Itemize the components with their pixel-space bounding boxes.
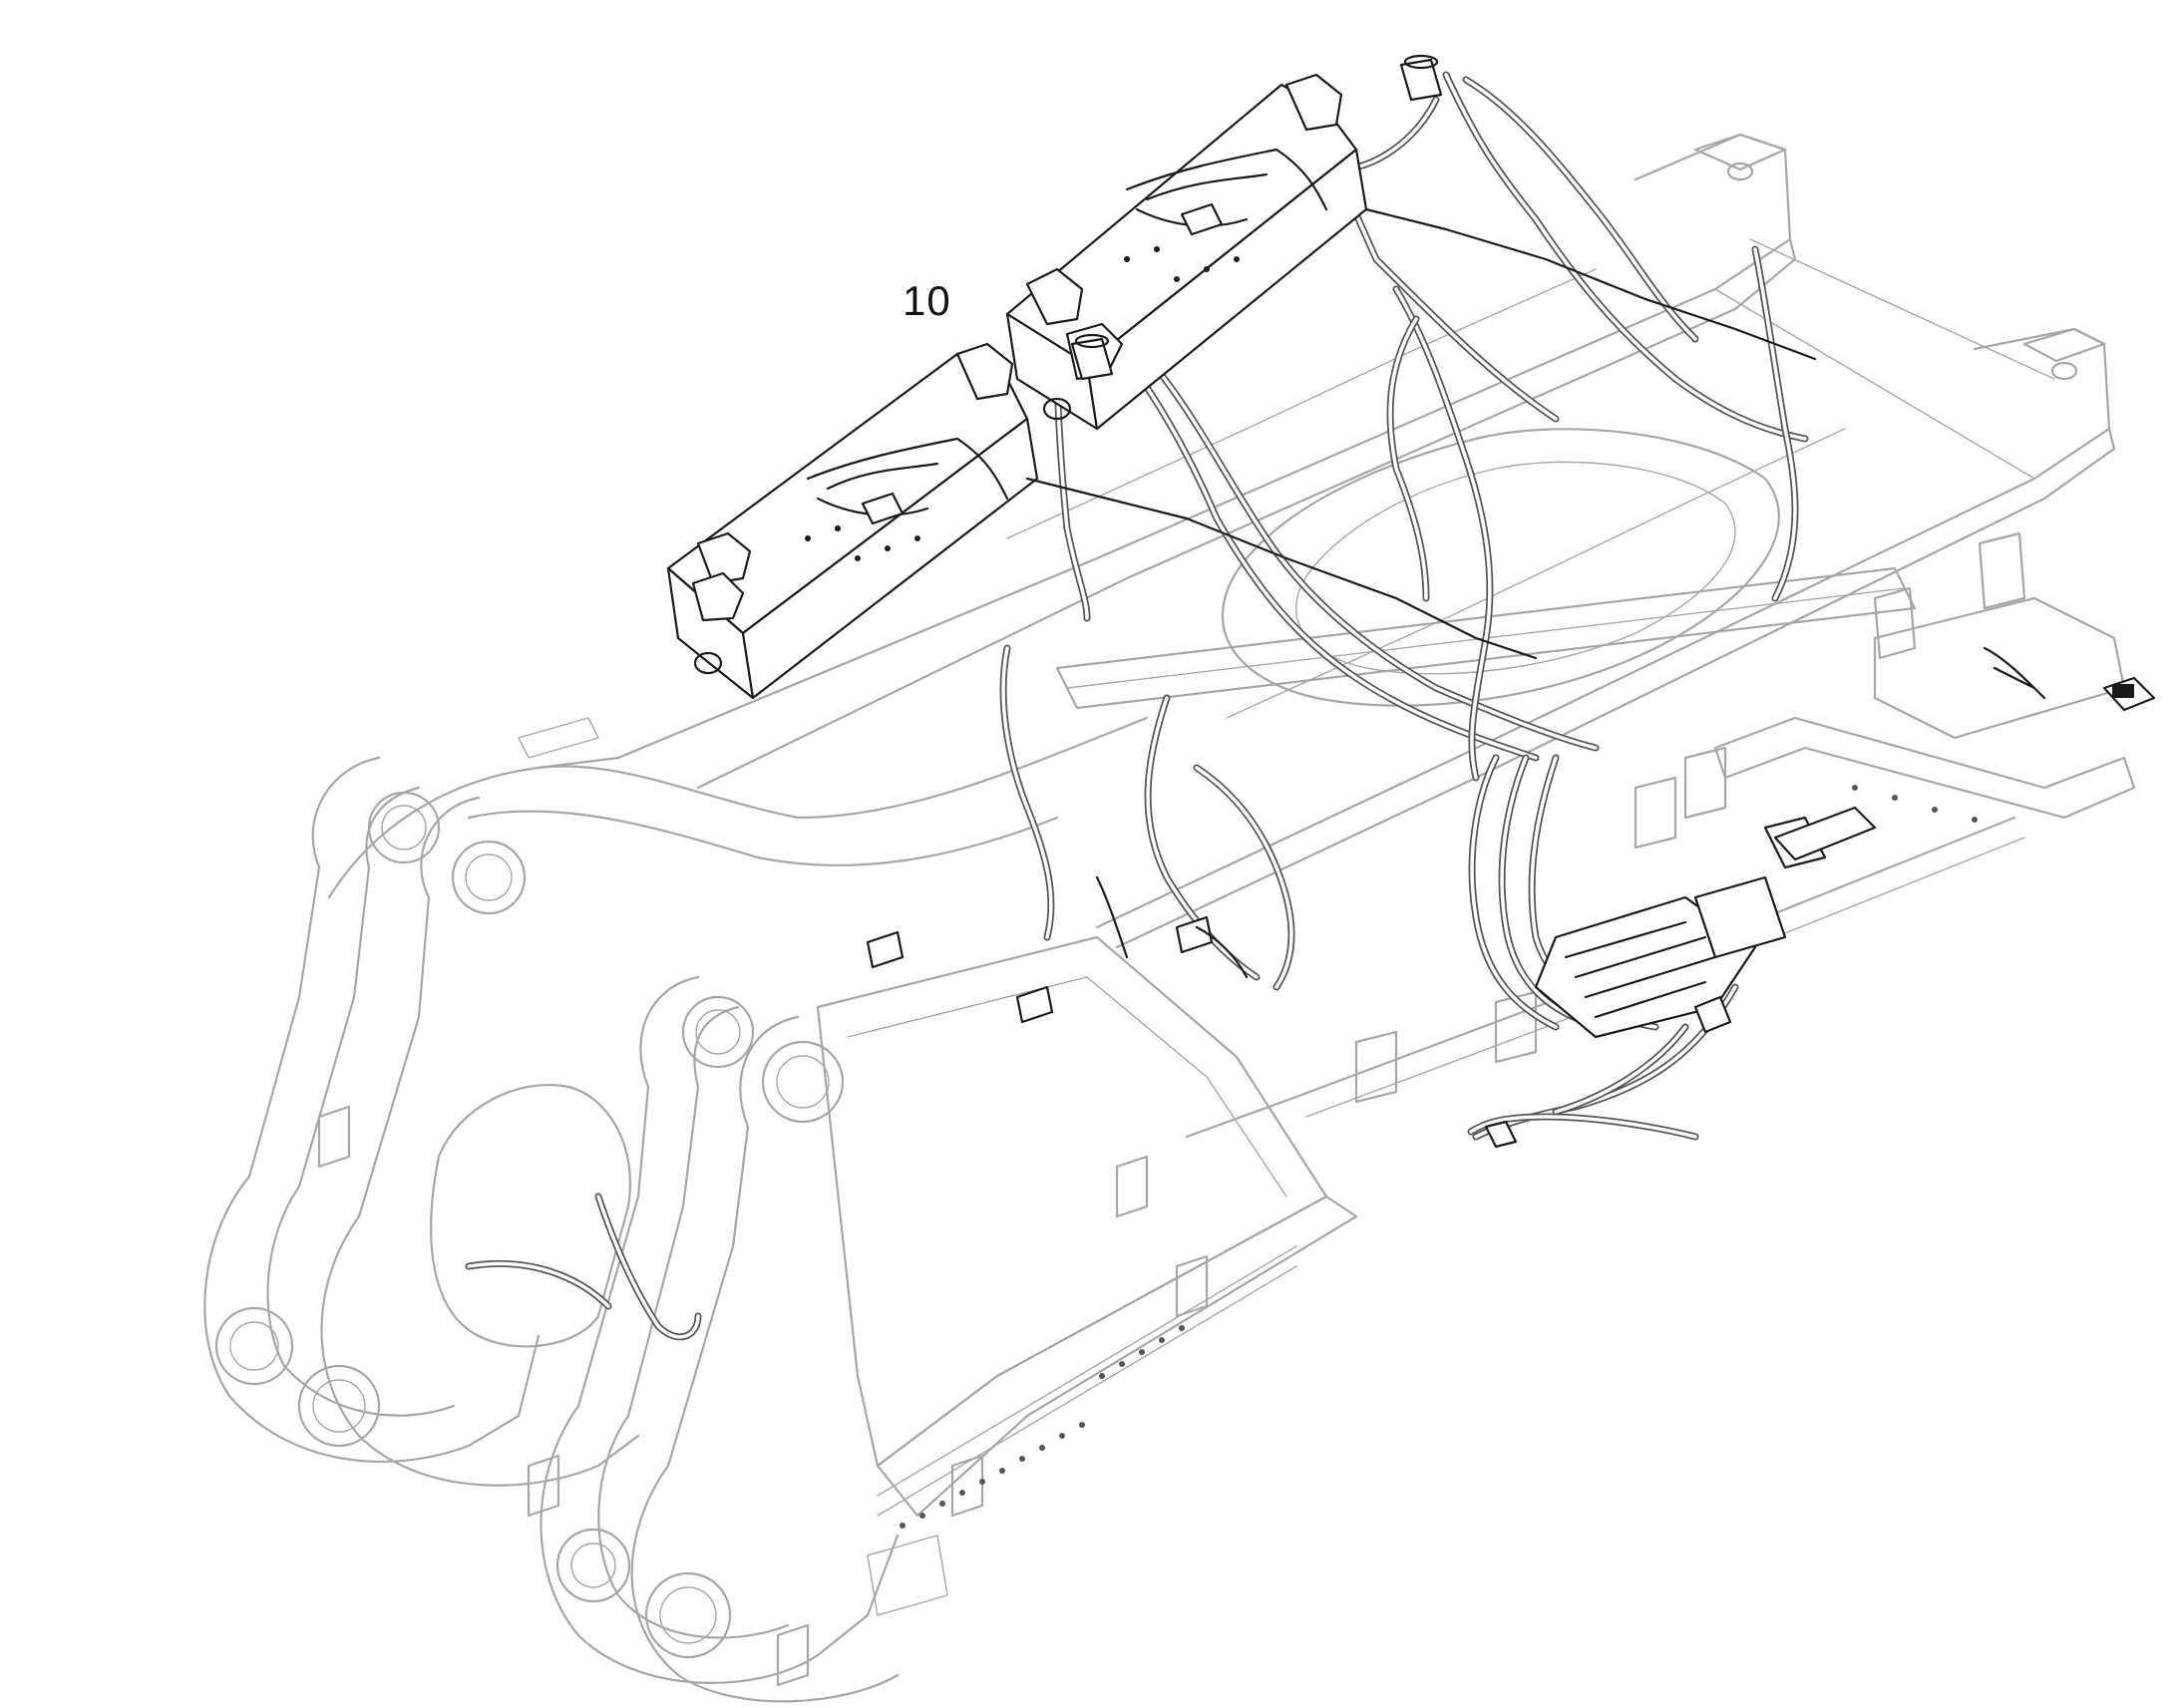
- end-bore-front: [693, 651, 723, 675]
- rear-frame-top-block-right: [2022, 327, 2106, 363]
- rear-frame-rail-right-lower: [1115, 427, 2116, 949]
- rear-frame-rail-left-lower: [696, 237, 1797, 790]
- mount-bracket-rear-1: [1284, 73, 1343, 132]
- boom-pivot-left-bottom-inner: [229, 1321, 279, 1371]
- side-plate-bevel: [847, 976, 1287, 1197]
- bottom-plate-slot: [867, 1535, 948, 1616]
- mid-cross-tube: [1055, 566, 1917, 710]
- boom-pivot-right-top-inner: [695, 1009, 741, 1055]
- rear-frame-top-block-left: [1693, 133, 1787, 171]
- tube-fitting-lower: [1484, 1120, 1518, 1149]
- front-lug-4: [776, 1623, 810, 1687]
- rear-mount-block-1: [1634, 776, 1677, 850]
- boom-pivot-right2-top: [761, 1040, 845, 1124]
- rear-mount-block-2: [1683, 746, 1727, 820]
- front-crossbar: [518, 717, 599, 759]
- boom-pivot-left-top-inner: [381, 805, 427, 851]
- connector-tube: [1025, 477, 1538, 660]
- valve-block-detail: [1564, 920, 1717, 1019]
- boom-pivot-left2-top: [451, 840, 527, 915]
- boom-pivot-left2-top-inner: [465, 854, 513, 901]
- bottom-plate-dotted-rail: [877, 1245, 1297, 1517]
- tank-front-side-face: [741, 417, 1039, 700]
- center-oval-opening: [1221, 428, 1780, 707]
- rear-support-bar: [1713, 716, 2136, 820]
- boom-arm-right2-outer: [630, 1015, 900, 1703]
- mount-bracket-front-1: [955, 342, 1014, 401]
- lower-long-rail: [1185, 816, 2016, 1139]
- valve-block-assembly: [1484, 646, 2156, 1149]
- boom-pivot-right-bottom-inner: [570, 1542, 616, 1588]
- rear-frame-bore-left: [1726, 162, 1754, 181]
- end-cylinder-rear-cap: [1403, 54, 1439, 70]
- boom-pivot-left-top: [367, 791, 441, 864]
- part-10-assembly: [666, 54, 1817, 700]
- end-bore-rear: [1042, 397, 1072, 421]
- front-hose-left: [594, 1193, 702, 1341]
- tank-front-junction-box: [861, 492, 905, 525]
- boom-pivot-left-bottom: [214, 1306, 294, 1386]
- front-lug-2: [1175, 1254, 1209, 1318]
- valve-plate: [1693, 875, 1787, 959]
- sensor-box-right-face: [2112, 684, 2134, 698]
- rear-lug-left: [1873, 586, 1917, 660]
- boom-pivot-right2-bottom: [644, 1571, 732, 1659]
- tube-fitting-lower-2: [1693, 995, 1732, 1034]
- hose-15: [1193, 764, 1295, 991]
- boom-arm-left2-outer: [320, 796, 640, 1487]
- left-arm-window: [430, 1084, 631, 1348]
- rear-mount-block-4: [1494, 990, 1538, 1064]
- front-lug-6: [317, 1105, 351, 1169]
- front-harness-clips: [866, 875, 1249, 1024]
- center-oval-inner: [1294, 461, 1736, 675]
- rear-frame-cross-member: [1714, 238, 2055, 480]
- rear-mount-block-3: [1354, 1030, 1398, 1104]
- boom-arm-left-outer: [203, 756, 541, 1464]
- rear-frame-rail-right: [1095, 327, 2111, 929]
- front-frame-arch-inner: [467, 810, 1059, 866]
- boom-arm-left-inner: [266, 786, 456, 1417]
- hose-17: [999, 644, 1055, 941]
- sensor-cylinder: [1773, 806, 1877, 861]
- front-lug-5: [527, 1454, 560, 1518]
- frame-rivet-dots: [900, 785, 1978, 1529]
- small-harness-right: [1983, 646, 2046, 700]
- boom-pivot-right2-bottom-inner: [659, 1586, 717, 1644]
- front-lug-3: [950, 1454, 984, 1518]
- front-frame-side-plate: [816, 935, 1328, 1468]
- mount-bracket-front-3: [691, 571, 745, 622]
- end-cylinder-rear: [1399, 58, 1443, 102]
- boom-pivot-right2-top-inner: [776, 1055, 830, 1109]
- boom-arm-right-inner: [597, 1005, 790, 1639]
- connector-tube-2: [1364, 207, 1817, 361]
- boom-pivot-left2-bottom: [297, 1364, 381, 1448]
- end-cylinder-front-cap: [1074, 333, 1110, 349]
- boom-pivot-left2-bottom-inner: [312, 1379, 366, 1433]
- callout-label-10: 10: [903, 277, 951, 324]
- boom-pivot-right-bottom: [555, 1528, 631, 1603]
- rear-lug-right: [1978, 531, 2026, 610]
- front-hose-left2: [465, 1259, 612, 1310]
- mount-bracket-rear-2: [1025, 267, 1084, 326]
- front-frame-upper-arch: [327, 716, 1149, 899]
- front-frame-bottom-plate: [876, 1195, 1358, 1518]
- boom-pivot-right-top: [681, 995, 755, 1069]
- end-cylinder-front: [1070, 337, 1114, 381]
- rear-frame-bore-right: [2050, 361, 2078, 381]
- front-lug-1: [1115, 1155, 1149, 1218]
- tank-rear-junction-box: [1180, 202, 1224, 236]
- boom-arm-right-outer: [540, 975, 900, 1684]
